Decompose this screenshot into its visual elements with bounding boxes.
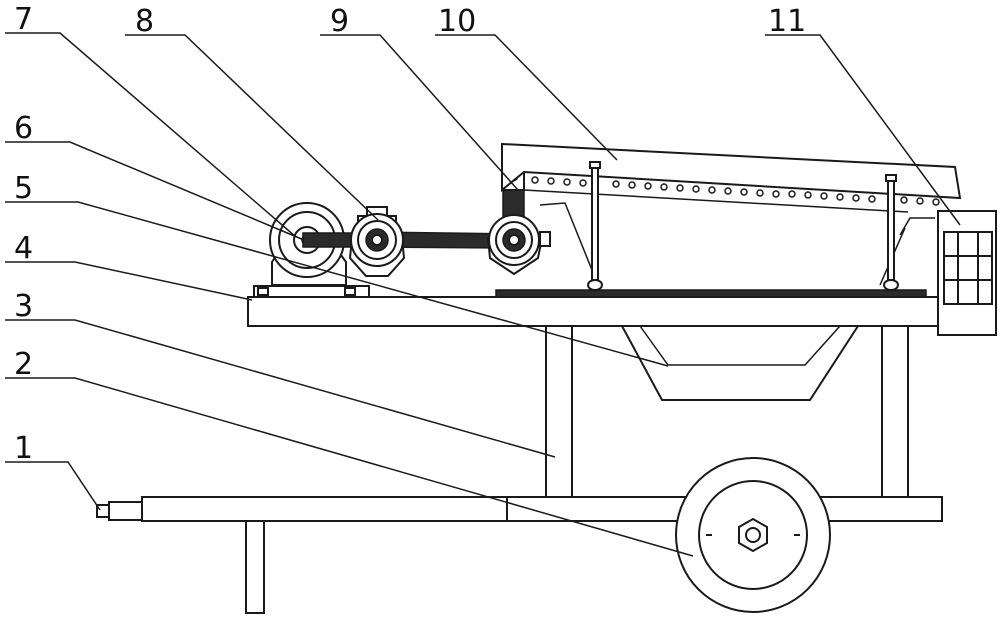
discharge-outlet	[937, 210, 997, 336]
wheel	[675, 457, 831, 613]
label-10: 10	[438, 4, 476, 39]
leader-1	[5, 461, 101, 511]
leader-5	[5, 201, 669, 367]
eccentric-bearing	[348, 206, 406, 277]
label-5: 5	[14, 171, 33, 206]
suspension-rods	[587, 161, 899, 291]
label-6: 6	[14, 111, 33, 146]
leader-4	[5, 261, 253, 301]
drive-link	[302, 231, 516, 249]
label-3: 3	[14, 289, 33, 324]
leader-9	[320, 34, 519, 191]
screen-bed	[495, 289, 927, 298]
tow-hitch	[96, 501, 143, 521]
screen-holes	[531, 176, 940, 206]
platform	[247, 285, 942, 327]
label-11: 11	[768, 4, 806, 39]
leader-3	[5, 319, 556, 458]
support-columns	[545, 325, 909, 498]
label-1: 1	[14, 431, 33, 466]
label-9: 9	[330, 4, 349, 39]
leader-2	[5, 377, 694, 557]
leader-7	[5, 32, 297, 238]
label-8: 8	[135, 4, 154, 39]
label-4: 4	[14, 231, 33, 266]
leader-8	[125, 34, 379, 221]
leader-11	[765, 34, 961, 226]
leader-6	[5, 141, 305, 241]
leader-10	[435, 34, 618, 161]
rocker-arm	[486, 147, 551, 276]
leader-lines	[5, 32, 961, 557]
screen-box	[501, 142, 962, 286]
label-2: 2	[14, 347, 33, 382]
label-7: 7	[14, 2, 33, 37]
part-labels: 1 2 3 4 5 6 7 8 9 10 11	[14, 2, 806, 466]
